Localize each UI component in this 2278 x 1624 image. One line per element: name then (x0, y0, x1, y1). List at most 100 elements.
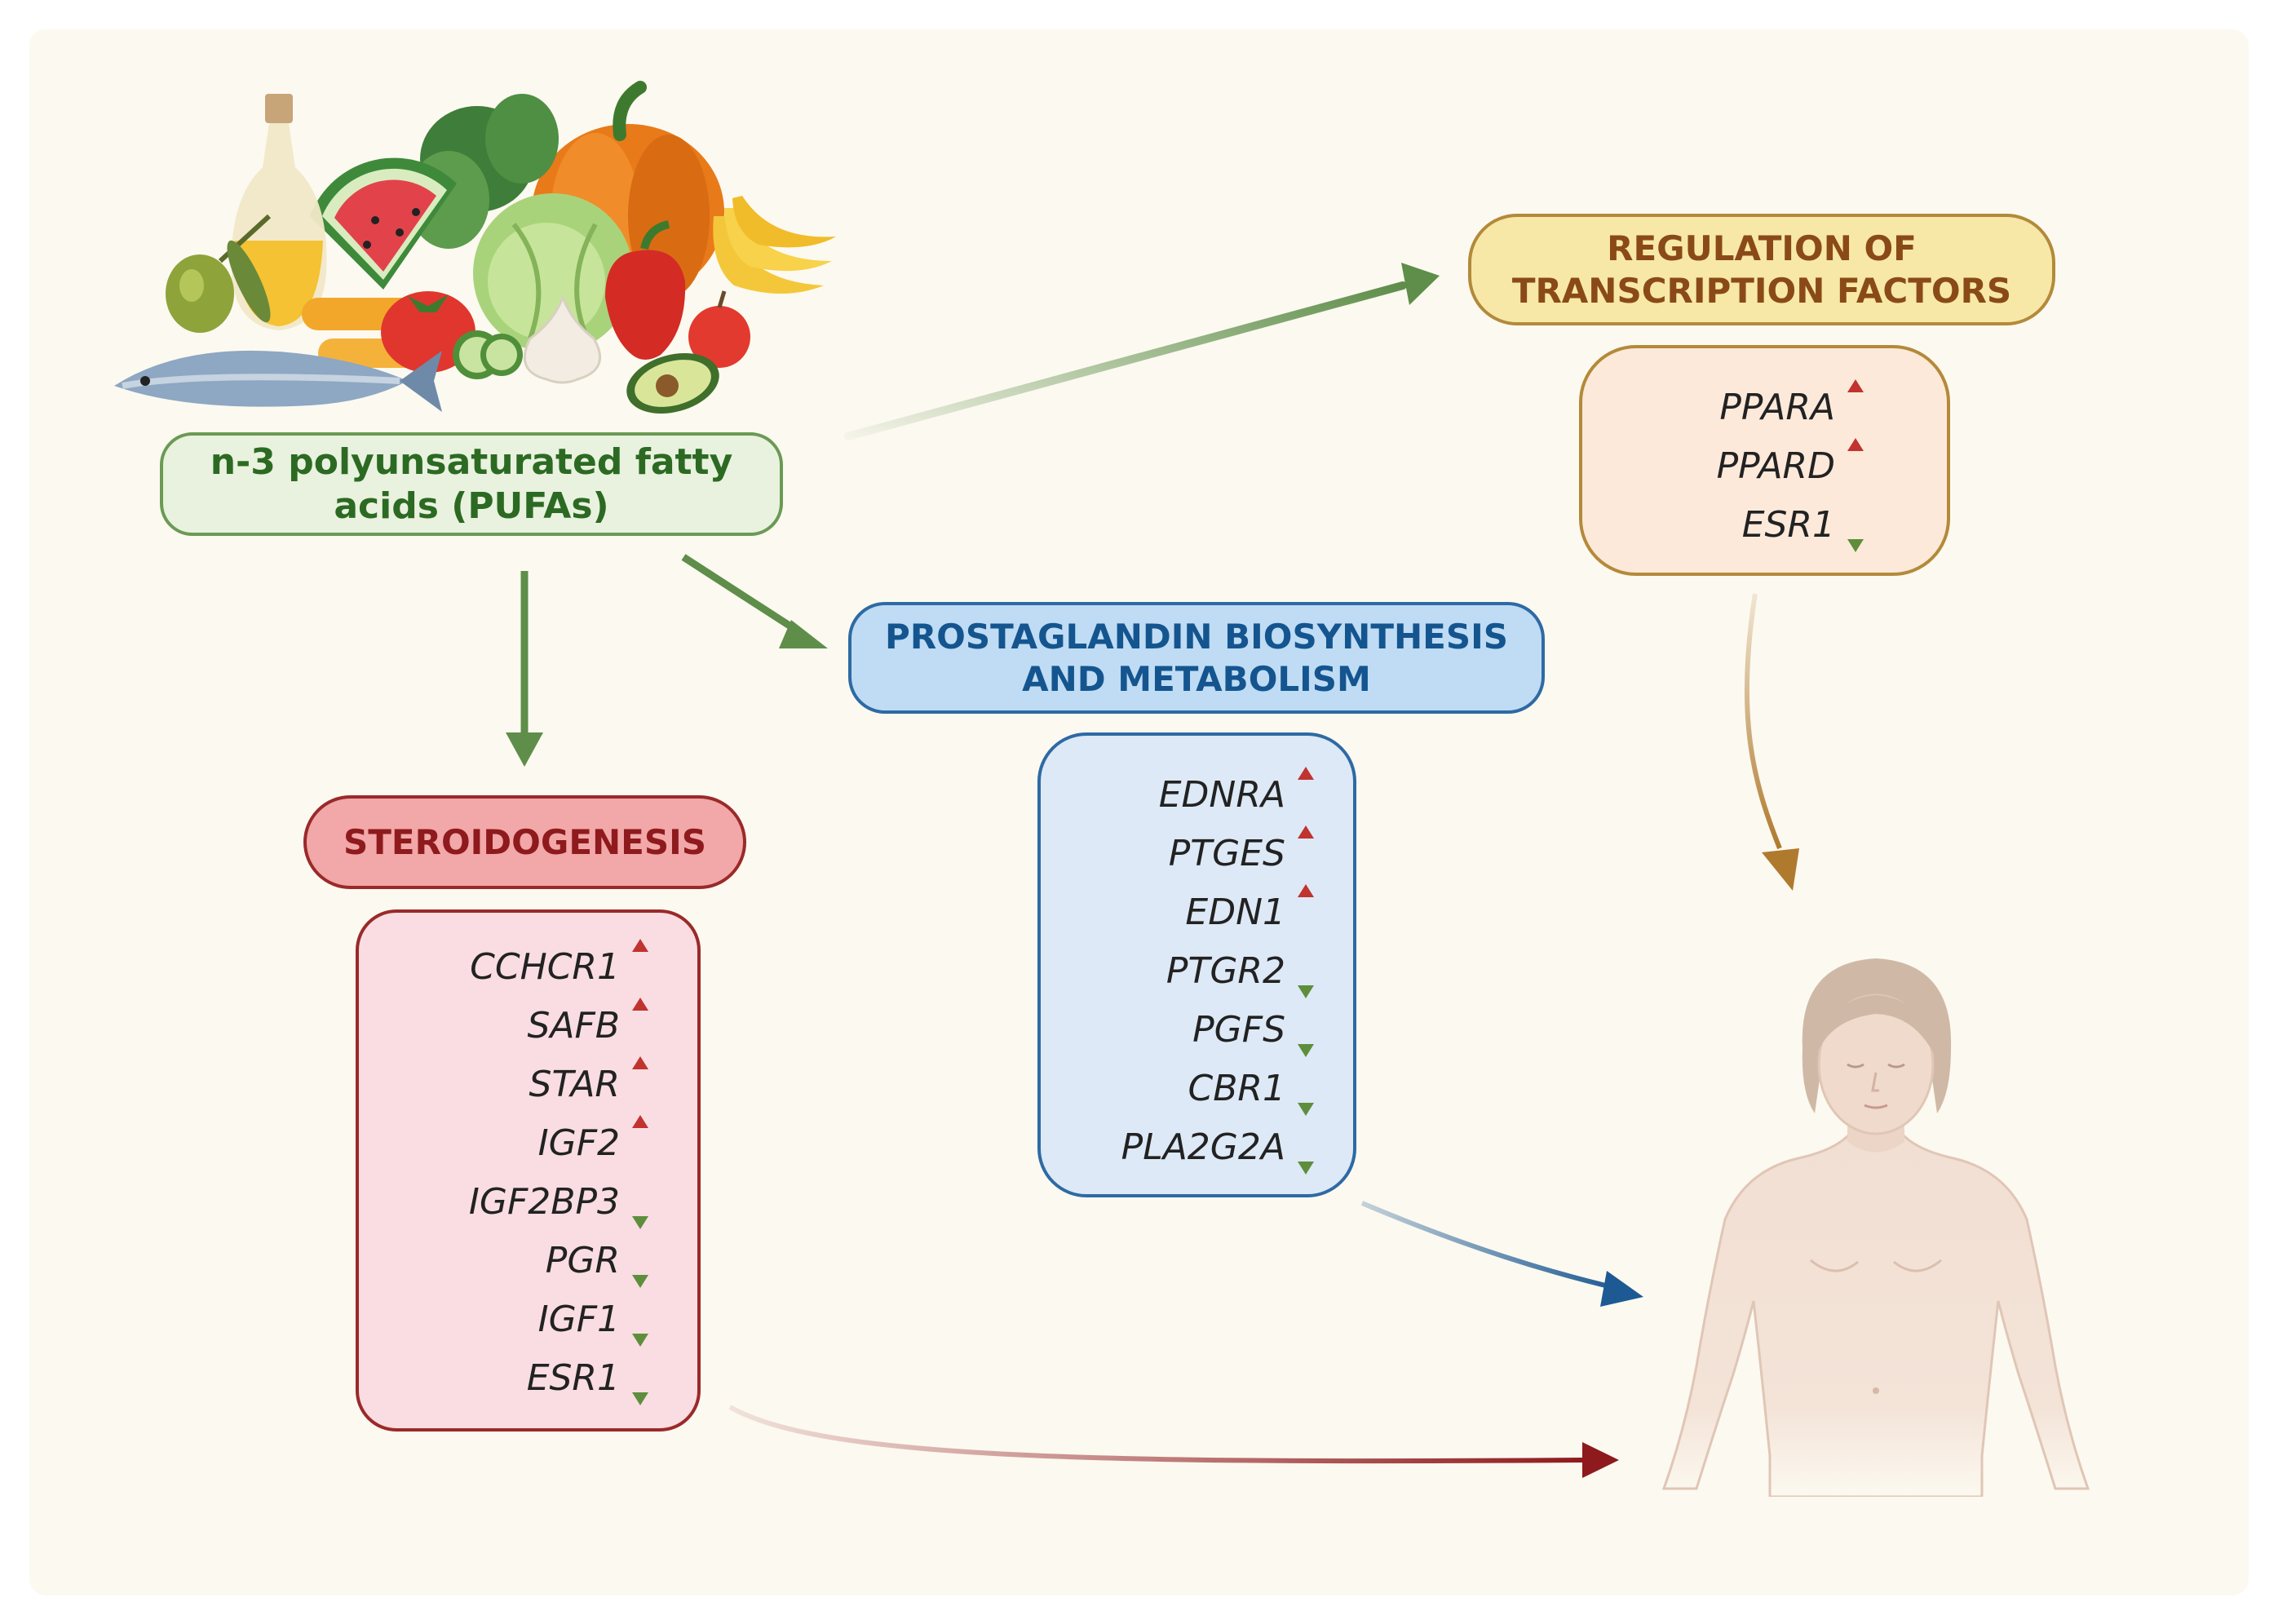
prostaglandin-title: PROSTAGLANDIN BIOSYNTHESIS AND METABOLIS… (885, 616, 1508, 699)
up-arrow-icon (1298, 767, 1314, 821)
garlic-icon (523, 294, 602, 384)
gene-row: CBR1 (1073, 1059, 1318, 1117)
gene-name: STAR (529, 1063, 620, 1105)
gene-row: PGR (383, 1231, 652, 1290)
transcription-title-line1: REGULATION OF (1607, 228, 1917, 269)
arrow-to-transcription (844, 281, 1407, 440)
gene-name: CCHCR1 (470, 945, 620, 988)
gene-name: PLA2G2A (1121, 1126, 1285, 1168)
arrow-head-prostaglandin-woman (1600, 1271, 1643, 1307)
gene-name: PPARA (1719, 386, 1835, 428)
prostaglandin-title-line2: AND METABOLISM (1022, 658, 1371, 699)
gene-name: IGF2 (537, 1122, 620, 1164)
gene-row: CCHCR1 (383, 937, 652, 996)
down-arrow-icon (1298, 945, 1314, 998)
gene-row: PGFS (1073, 1000, 1318, 1059)
gene-row: IGF2 (383, 1113, 652, 1172)
arrow-head-steroidogenesis (506, 732, 543, 767)
olive-icon (166, 214, 272, 333)
up-arrow-icon (1847, 438, 1864, 492)
food-illustration (114, 81, 836, 414)
apple-icon (688, 290, 750, 368)
arrow-transcription-to-woman (1744, 593, 1782, 850)
arrow-head-transcription (1401, 263, 1440, 305)
gene-row: PTGR2 (1073, 941, 1318, 1000)
up-arrow-icon (1298, 825, 1314, 879)
gene-row: ESR1 (1631, 495, 1868, 554)
arrow-to-prostaglandin (681, 554, 806, 638)
pufa-label-line1: n-3 polyunsaturated fatty (210, 440, 733, 483)
woman-body (1661, 1117, 2090, 1497)
gene-name: EDN1 (1185, 891, 1285, 933)
gene-row: IGF1 (383, 1290, 652, 1348)
down-arrow-icon (1847, 498, 1864, 552)
gene-row: ESR1 (383, 1348, 652, 1407)
up-arrow-icon (632, 1056, 648, 1110)
arrow-prostaglandin-to-woman (1360, 1201, 1620, 1291)
watermelon-icon (310, 157, 457, 290)
gene-row: PLA2G2A (1073, 1117, 1318, 1176)
gene-row: EDNRA (1073, 765, 1318, 824)
gene-name: PPARD (1716, 445, 1835, 487)
arrow-head-prostaglandin (779, 620, 828, 648)
woman-figure (1661, 958, 2090, 1497)
gene-name: EDNRA (1158, 773, 1285, 816)
arrow-head-steroidogenesis-woman (1582, 1442, 1619, 1478)
gene-name: CBR1 (1188, 1067, 1285, 1109)
gene-name: ESR1 (526, 1356, 620, 1399)
up-arrow-icon (1298, 884, 1314, 938)
gene-row: PPARA (1631, 378, 1868, 436)
down-arrow-icon (632, 1234, 648, 1288)
arrow-steroidogenesis-to-woman (728, 1405, 1583, 1464)
transcription-title-line2: TRANSCRIPTION FACTORS (1511, 270, 2012, 311)
cabbage-icon (473, 193, 633, 353)
transcription-title-box: REGULATION OF TRANSCRIPTION FACTORS (1468, 214, 2055, 325)
gene-name: PGFS (1192, 1008, 1285, 1051)
prostaglandin-title-box: PROSTAGLANDIN BIOSYNTHESIS AND METABOLIS… (848, 602, 1545, 714)
up-arrow-icon (632, 1115, 648, 1169)
down-arrow-icon (632, 1352, 648, 1405)
down-arrow-icon (1298, 1121, 1314, 1175)
gene-name: PTGR2 (1166, 949, 1285, 992)
down-arrow-icon (1298, 1062, 1314, 1116)
gene-row: SAFB (383, 996, 652, 1055)
avocado-icon (626, 353, 719, 414)
pepper-icon (605, 220, 686, 360)
up-arrow-icon (1847, 379, 1864, 433)
gene-row: PTGES (1073, 824, 1318, 883)
down-arrow-icon (632, 1175, 648, 1229)
gene-name: IGF1 (537, 1298, 620, 1340)
steroidogenesis-title: STEROIDOGENESIS (343, 821, 706, 862)
prostaglandin-title-line1: PROSTAGLANDIN BIOSYNTHESIS (885, 617, 1508, 657)
arrow-head-transcription-woman (1762, 848, 1799, 891)
up-arrow-icon (632, 998, 648, 1051)
gene-row: IGF2BP3 (383, 1172, 652, 1231)
woman-head (1802, 958, 1952, 1135)
gene-name: PGR (545, 1239, 620, 1281)
gene-name: SAFB (527, 1004, 620, 1047)
tomato-icon (381, 291, 476, 373)
gene-row: EDN1 (1073, 883, 1318, 941)
cucumber-icon (453, 330, 523, 379)
gene-name: PTGES (1168, 832, 1285, 874)
steroidogenesis-title-box: STEROIDOGENESIS (303, 795, 746, 889)
pufa-box: n-3 polyunsaturated fatty acids (PUFAs) (160, 432, 783, 536)
banana-icon (713, 196, 836, 294)
gene-row: STAR (383, 1055, 652, 1113)
pufa-label: n-3 polyunsaturated fatty acids (PUFAs) (210, 440, 733, 528)
transcription-gene-list: PPARA PPARD ESR1 (1631, 378, 1868, 554)
down-arrow-icon (632, 1293, 648, 1347)
transcription-gene-box: PPARA PPARD ESR1 (1579, 345, 1950, 576)
gene-row: PPARD (1631, 436, 1868, 495)
up-arrow-icon (632, 939, 648, 993)
transcription-title: REGULATION OF TRANSCRIPTION FACTORS (1512, 228, 2011, 311)
pufa-label-line2: acids (PUFAs) (334, 485, 609, 527)
down-arrow-icon (1298, 1003, 1314, 1057)
gene-name: IGF2BP3 (468, 1180, 620, 1223)
